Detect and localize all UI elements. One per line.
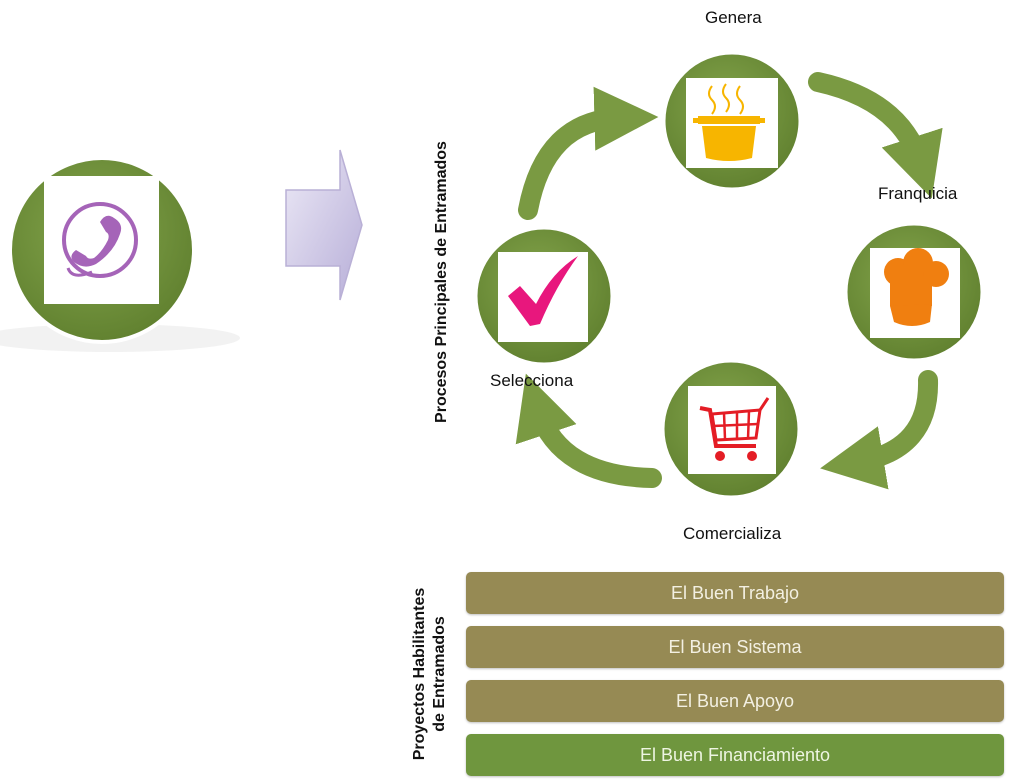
- arrow-franchise-to-market: [820, 370, 939, 490]
- enabler-bar: El Buen Sistema: [466, 626, 1004, 668]
- cooking-pot-icon: [693, 83, 765, 161]
- checkmark-icon: [508, 256, 578, 326]
- enabler-bar: El Buen Financiamiento: [466, 734, 1004, 776]
- arrow-market-to-select: [515, 373, 662, 488]
- label-select: Selecciona: [490, 371, 574, 390]
- cycle-arrows: [515, 72, 943, 490]
- cycle-title: Procesos Principales de Entramados: [433, 141, 450, 423]
- node-generate: [662, 51, 802, 191]
- node-select: [474, 226, 614, 366]
- arrow-select-to-generate: [518, 86, 659, 220]
- enablers-title-line2: de Entramados: [431, 616, 448, 732]
- label-commercialize: Comercializa: [683, 524, 782, 543]
- node-commercialize: [661, 359, 801, 499]
- shopping-cart-icon: [699, 397, 770, 461]
- enabler-bar: El Buen Apoyo: [466, 680, 1004, 722]
- label-generate: Genera: [705, 8, 762, 27]
- enabler-bar: El Buen Trabajo: [466, 572, 1004, 614]
- enablers-title-line1: Proyectos Habilitantes: [411, 587, 428, 761]
- node-franchise: [844, 222, 984, 362]
- flow-arrow: [285, 149, 363, 301]
- chef-hat-icon: [884, 248, 949, 326]
- arrow-generate-to-franchise: [808, 72, 943, 199]
- enablers-title: Proyectos Habilitantes de Entramados: [410, 580, 450, 768]
- label-franchise: Franquicia: [878, 184, 958, 203]
- telephone-icon: [62, 202, 138, 278]
- telephone-node: [0, 156, 240, 352]
